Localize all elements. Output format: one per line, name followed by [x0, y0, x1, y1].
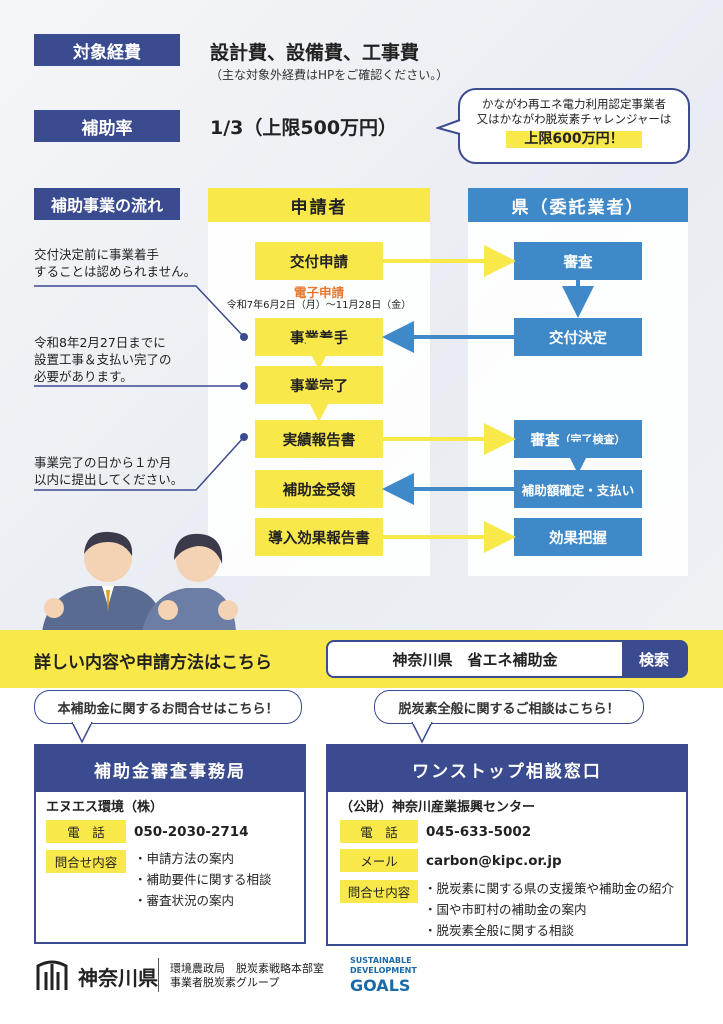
step-effect-grasp: 効果把握: [514, 518, 642, 556]
office-left-title: 補助金審査事務局: [36, 746, 304, 792]
office-left-phone-row: 電 話 050-2030-2714: [46, 820, 249, 843]
callout-left: 本補助金に関するお問合せはこちら！: [34, 690, 302, 724]
bubble-tail: [436, 119, 461, 135]
office-left-inquiry: 問合せ内容: [46, 850, 126, 873]
workers-illustration: [42, 531, 238, 632]
rate-bubble: かながわ再エネ電力利用認定事業者 又はかながわ脱炭素チャレンジャーは 上限600…: [458, 88, 690, 164]
applicant-header: 申請者: [208, 188, 430, 222]
kanagawa-logo-icon: [36, 960, 68, 990]
step-report: 実績報告書: [255, 420, 383, 458]
office-right-phone-row: 電 話 045-633-5002: [340, 820, 531, 843]
office-right-org: （公財）神奈川産業振興センター: [340, 800, 536, 815]
search-button[interactable]: 検索: [622, 641, 686, 677]
office-right-inquiry: 問合せ内容: [340, 880, 418, 903]
search-box[interactable]: 神奈川県 省エネ補助金 検索: [326, 640, 688, 678]
step-review: 審査: [514, 242, 642, 280]
list-item: ・国や市町村の補助金の案内: [424, 902, 587, 917]
phone-label: 電 話: [46, 820, 126, 843]
expenses-main: 設計費、設備費、工事費: [210, 42, 420, 64]
office-right-mail[interactable]: carbon@kipc.or.jp: [426, 852, 562, 869]
inquiry-label: 問合せ内容: [46, 850, 126, 873]
bubble-line2: 又はかながわ脱炭素チャレンジャーは: [476, 112, 672, 126]
phone-label: 電 話: [340, 820, 418, 843]
footer-dept-line1: 環境農政局 脱炭素戦略本部室: [170, 962, 324, 975]
rate-main: 1/3（上限500万円）: [210, 117, 398, 139]
note1-line2: することは認められません。: [34, 264, 197, 279]
office-right-title: ワンストップ相談窓口: [328, 746, 686, 792]
bubble-highlight: 上限600万円！: [506, 131, 642, 148]
mail-label: メール: [340, 849, 418, 872]
step-effect-report: 導入効果報告書: [255, 518, 383, 556]
step-decision: 交付決定: [514, 318, 642, 356]
list-item: ・審査状況の案内: [134, 893, 235, 908]
office-right-mail-row: メール carbon@kipc.or.jp: [340, 849, 562, 872]
expenses-label: 対象経費: [34, 34, 180, 66]
note2-line2: 設置工事＆支払い完了の: [34, 352, 172, 367]
application-period: 令和7年6月2日（月）〜11月28日（金）: [226, 300, 412, 311]
expenses-note: （主な対象外経費はHPをご確認ください。）: [210, 68, 449, 82]
note3-line2: 以内に提出してください。: [34, 472, 184, 487]
footer-dept-line2: 事業者脱炭素グループ: [170, 976, 280, 989]
bubble-line1: かながわ再エネ電力利用認定事業者: [482, 97, 666, 111]
office-card-right: ワンストップ相談窓口: [326, 744, 688, 946]
office-left-items: ・申請方法の案内 ・補助要件に関する相談 ・審査状況の案内: [134, 848, 272, 911]
sdgs-line1: SUSTAINABLE: [350, 956, 412, 965]
flow-arrows: [34, 245, 594, 553]
rate-label: 補助率: [34, 110, 180, 142]
step-payment: 補助額確定・支払い: [514, 470, 642, 508]
search-lead: 詳しい内容や申請方法はこちら: [34, 653, 272, 673]
sdgs-goals: GOALS: [350, 976, 411, 995]
footer-divider: [158, 958, 159, 992]
callout-right: 脱炭素全般に関するご相談はこちら！: [374, 690, 644, 724]
pref-header: 県（委託業者）: [468, 188, 688, 222]
inquiry-label: 問合せ内容: [340, 880, 418, 903]
note2-line1: 令和8年2月27日までに: [34, 335, 166, 350]
sdgs-line2: DEVELOPMENT: [350, 966, 417, 975]
e-application: 電子申請: [293, 285, 344, 300]
note-before-decision: 交付決定前に事業着手 することは認められません。: [34, 246, 196, 280]
list-item: ・申請方法の案内: [134, 851, 235, 866]
step-receive: 補助金受領: [255, 470, 383, 508]
footer-pref-name: 神奈川県: [78, 966, 158, 990]
office-left-phone[interactable]: 050-2030-2714: [134, 823, 249, 840]
list-item: ・脱炭素全般に関する相談: [424, 923, 575, 938]
office-left-org: エヌエス環境（株）: [46, 800, 164, 815]
note1-line1: 交付決定前に事業着手: [34, 247, 160, 262]
office-card-left: 補助金審査事務局: [34, 744, 306, 944]
note2-line3: 必要があります。: [34, 369, 133, 384]
office-right-items: ・脱炭素に関する県の支援策や補助金の紹介 ・国や市町村の補助金の案内 ・脱炭素全…: [424, 878, 674, 941]
note3-line1: 事業完了の日から１か月: [34, 455, 172, 470]
step-apply: 交付申請: [255, 242, 383, 280]
search-input[interactable]: 神奈川県 省エネ補助金: [392, 650, 558, 669]
list-item: ・補助要件に関する相談: [134, 872, 272, 887]
sdgs-logo: SUSTAINABLE DEVELOPMENT GOALS: [350, 956, 417, 996]
callout-tails: [71, 722, 433, 744]
final-review-label: 審査: [530, 432, 560, 449]
note-deadline: 令和8年2月27日までに 設置工事＆支払い完了の 必要があります。: [34, 334, 172, 385]
office-right-phone[interactable]: 045-633-5002: [426, 823, 532, 840]
flow-label: 補助事業の流れ: [34, 188, 180, 220]
footer-dept: 環境農政局 脱炭素戦略本部室 事業者脱炭素グループ: [170, 962, 324, 990]
list-item: ・脱炭素に関する県の支援策や補助金の紹介: [424, 881, 675, 896]
note-report-deadline: 事業完了の日から１か月 以内に提出してください。: [34, 454, 183, 488]
